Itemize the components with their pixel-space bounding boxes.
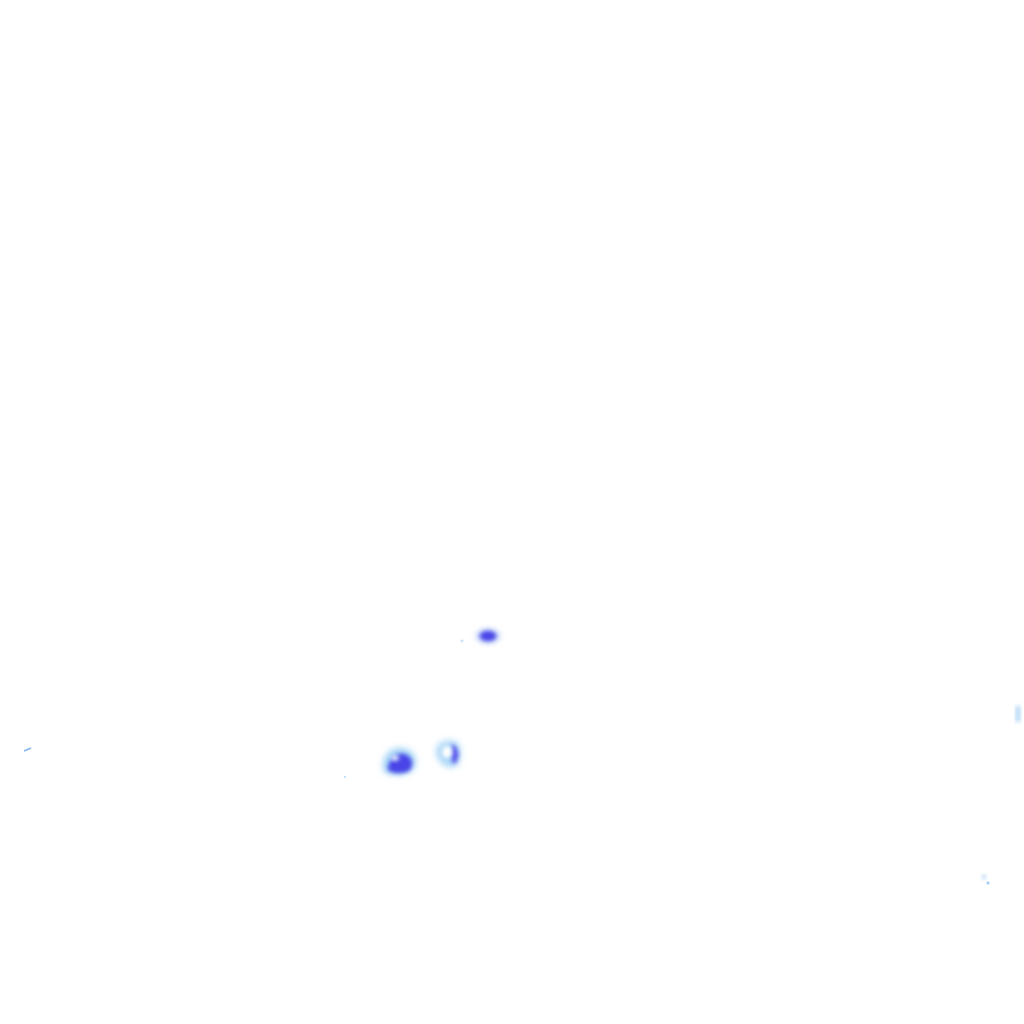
blob-ring bbox=[436, 740, 461, 768]
specks bbox=[23, 706, 1020, 885]
blob-top bbox=[460, 630, 499, 643]
blob-left bbox=[382, 748, 416, 775]
